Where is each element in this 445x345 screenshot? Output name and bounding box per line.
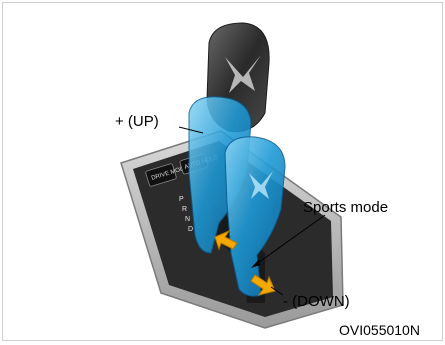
figure-code: OVI055010N <box>339 322 420 338</box>
gear-shift-illustration: DRIVE MODE AUTO HOLD P R N D <box>3 3 444 342</box>
svg-text:D: D <box>188 226 193 233</box>
svg-text:R: R <box>182 206 187 213</box>
label-up: + (UP) <box>115 113 159 130</box>
illustration-frame: DRIVE MODE AUTO HOLD P R N D <box>2 2 443 341</box>
label-down: - (DOWN) <box>283 293 350 310</box>
label-sports-mode: Sports mode <box>303 199 388 216</box>
svg-text:N: N <box>185 216 190 223</box>
svg-text:P: P <box>179 196 184 203</box>
